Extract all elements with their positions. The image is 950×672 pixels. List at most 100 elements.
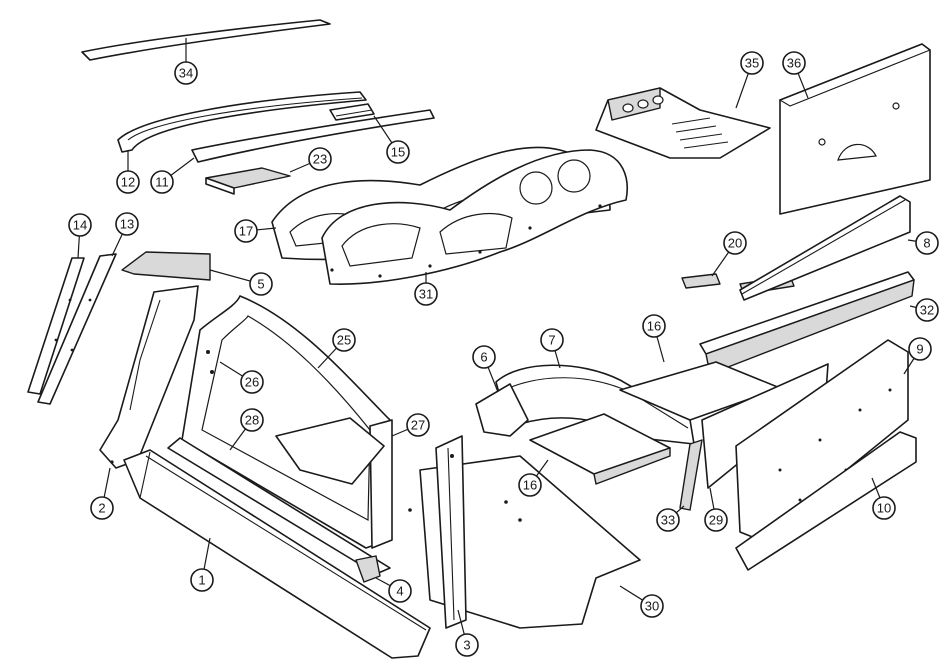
callout-label-13: 13 [120, 217, 134, 232]
callout-10: 10 [871, 477, 896, 520]
callout-circle-16b [518, 473, 542, 497]
callout-label-35: 35 [745, 56, 759, 71]
callout-label-8: 8 [923, 236, 930, 251]
callout-20: 20 [711, 231, 747, 277]
callout-28: 28 [229, 408, 264, 451]
callout-label-5: 5 [257, 277, 264, 292]
callout-label-27: 27 [411, 418, 425, 433]
callout-label-3: 3 [463, 638, 470, 653]
callout-label-4: 4 [396, 584, 403, 599]
callout-label-2: 2 [98, 501, 105, 516]
part-4-sill-end-block [355, 555, 381, 583]
callout-4: 4 [375, 577, 412, 603]
part-7-wheel-arch [495, 364, 695, 445]
callout-3: 3 [455, 609, 479, 657]
callout-2: 2 [90, 467, 114, 520]
callout-circle-30 [640, 594, 664, 618]
part-13-post-strip [37, 253, 117, 405]
callout-label-11: 11 [155, 175, 169, 190]
callout-circle-4 [388, 579, 412, 603]
callout-23: 23 [289, 147, 332, 173]
part-6-arch-piece [475, 383, 529, 437]
callout-circle-34 [174, 61, 198, 85]
callout-circle-10 [872, 496, 896, 520]
callout-label-33: 33 [661, 513, 675, 528]
callout-circle-27 [406, 413, 430, 437]
part-15-bracket [329, 103, 375, 121]
callout-label-15: 15 [391, 145, 405, 160]
callout-label-30: 30 [645, 599, 659, 614]
callout-30: 30 [619, 585, 664, 618]
part-11-rail [191, 109, 435, 163]
callout-33: 33 [656, 505, 685, 532]
callout-12: 12 [116, 150, 140, 194]
callout-circle-26 [240, 370, 264, 394]
callout-circle-16a [642, 314, 666, 338]
callout-label-34: 34 [179, 66, 193, 81]
part-12-upper-rail [117, 91, 367, 153]
part-33-small-post [679, 439, 703, 511]
callout-27: 27 [391, 413, 430, 437]
callout-label-12: 12 [121, 175, 135, 190]
callout-circle-31 [414, 282, 438, 306]
callout-circle-36 [782, 51, 806, 75]
part-5-block [121, 251, 211, 281]
callout-circle-3 [455, 633, 479, 657]
callout-circle-28 [240, 408, 264, 432]
callout-26: 26 [219, 361, 264, 394]
callout-6: 6 [472, 345, 499, 393]
callout-29: 29 [704, 487, 728, 532]
callout-16b: 16 [518, 459, 549, 497]
callout-9: 9 [903, 337, 932, 375]
callout-label-23: 23 [313, 152, 327, 167]
part-9-rear-floor [735, 339, 909, 541]
callout-label-16b: 16 [523, 478, 537, 493]
callout-label-9: 9 [916, 342, 923, 357]
callout-circle-20 [723, 231, 747, 255]
callout-label-25: 25 [337, 333, 351, 348]
callout-circle-7 [540, 328, 564, 352]
callout-circle-2 [90, 496, 114, 520]
callout-36: 36 [782, 51, 809, 99]
callout-circle-9 [908, 337, 932, 361]
callout-label-36: 36 [787, 56, 801, 71]
callout-label-1: 1 [198, 573, 205, 588]
callout-circle-8 [915, 231, 939, 255]
callout-1: 1 [190, 537, 214, 592]
callout-label-7: 7 [548, 333, 555, 348]
part-10-rear-crossmember [735, 431, 917, 571]
callout-label-17: 17 [239, 224, 253, 239]
callout-13: 13 [111, 212, 139, 257]
callout-label-14: 14 [73, 218, 87, 233]
callout-circle-6 [472, 345, 496, 369]
callout-35: 35 [735, 51, 764, 109]
callout-label-29: 29 [709, 513, 723, 528]
part-34-header-rail [81, 19, 331, 61]
part-floor-inner-panel [275, 417, 385, 485]
callout-circle-17 [234, 219, 258, 243]
callout-circle-1 [190, 568, 214, 592]
part-14-post-strip [27, 257, 85, 395]
callout-circle-29 [704, 508, 728, 532]
part-28-crossmember [167, 437, 391, 575]
callout-circle-23 [308, 147, 332, 171]
part-20-block-a [681, 273, 721, 289]
callout-34: 34 [174, 38, 198, 85]
callout-label-31: 31 [419, 287, 433, 302]
callout-16a: 16 [642, 314, 666, 363]
callout-8: 8 [907, 231, 939, 255]
callout-circle-32 [915, 298, 939, 322]
callout-label-10: 10 [877, 501, 891, 516]
part-32-sill-strip [699, 271, 915, 355]
callout-circle-25 [332, 328, 356, 352]
callout-circle-12 [116, 170, 140, 194]
callout-label-20: 20 [728, 236, 742, 251]
callout-label-16a: 16 [647, 319, 661, 334]
parts-layer [27, 19, 932, 659]
callout-label-26: 26 [245, 375, 259, 390]
callout-label-28: 28 [245, 413, 259, 428]
callout-circle-33 [656, 508, 680, 532]
callout-5: 5 [209, 269, 273, 296]
